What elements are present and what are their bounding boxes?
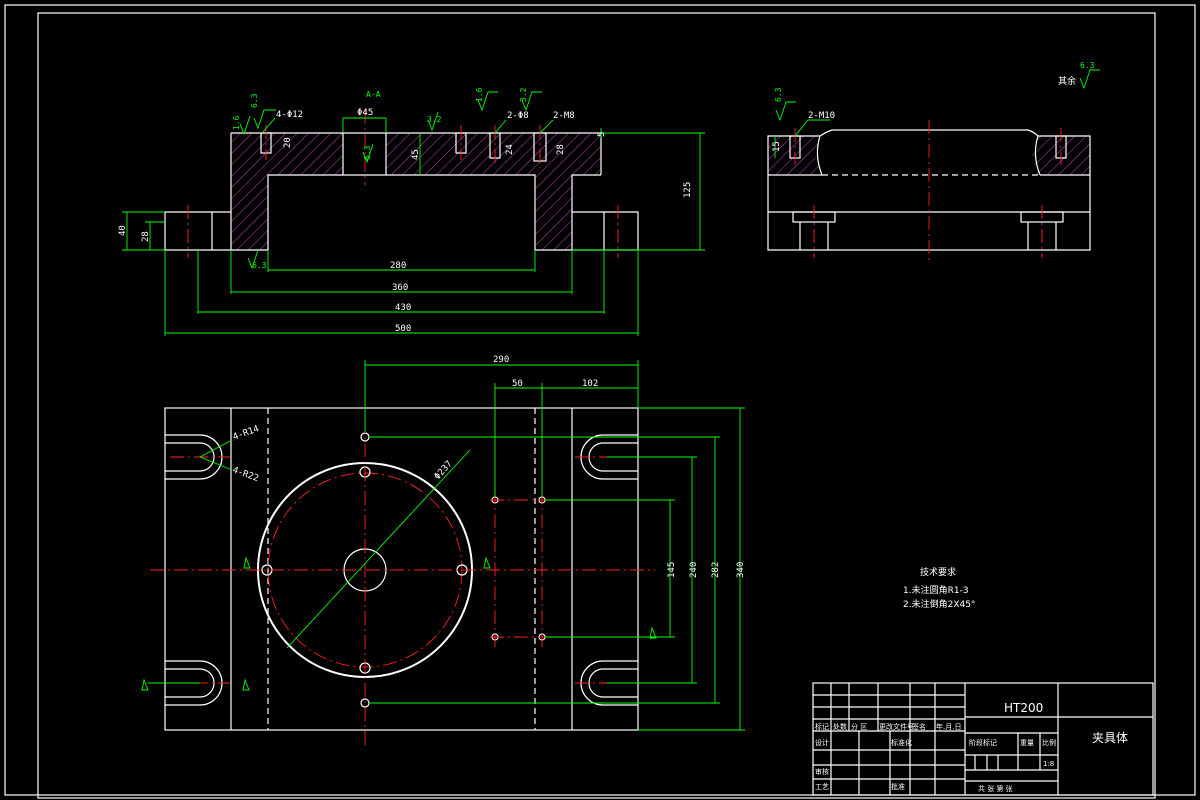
general-roughness-label: 其余 bbox=[1058, 75, 1076, 87]
row-label-design: 设计 bbox=[815, 738, 829, 747]
side-dim-15: 15 bbox=[772, 141, 782, 152]
dim-2-d8: 2-Φ8 bbox=[507, 111, 529, 121]
inner-frame bbox=[37, 12, 1156, 799]
tech-title: 技术要求 bbox=[920, 566, 956, 578]
material: HT200 bbox=[1004, 701, 1043, 715]
rough-5: 3.2 bbox=[519, 87, 528, 102]
section-label: A-A bbox=[366, 90, 381, 99]
section-hatch bbox=[231, 133, 601, 250]
dim-28: 28 bbox=[141, 231, 151, 242]
rough-3: 3.2 bbox=[427, 115, 442, 124]
dim-360: 360 bbox=[392, 283, 408, 293]
stage-label: 阶段标记 bbox=[969, 738, 997, 747]
dim-290: 290 bbox=[493, 355, 509, 365]
outer-frame bbox=[4, 4, 1196, 796]
col-label-zone: 分 区 bbox=[851, 722, 867, 731]
side-view: 2-M10 15 6.3 其余 6.3 bbox=[767, 61, 1100, 260]
dim-282: 282 bbox=[711, 562, 721, 578]
row-label-process: 工艺 bbox=[815, 783, 829, 791]
scale-label: 比例 bbox=[1042, 738, 1056, 747]
part-name: 夹具体 bbox=[1092, 731, 1128, 745]
tech-item-2: 2.未注倒角2X45° bbox=[903, 598, 975, 610]
dim-125: 125 bbox=[683, 182, 693, 198]
scale-value: 1:8 bbox=[1043, 760, 1054, 768]
side-thread: 2-M10 bbox=[808, 111, 835, 121]
slot-r14: 4-R14 bbox=[232, 424, 261, 443]
sheet-text: 共 张 第 张 bbox=[978, 784, 1013, 793]
rough-1: 6.3 bbox=[250, 93, 259, 108]
approve-label: 批准 bbox=[891, 782, 905, 791]
slot-r22: 4-R22 bbox=[231, 465, 260, 484]
general-roughness-value: 6.3 bbox=[1080, 61, 1095, 70]
dim-28-hole: 28 bbox=[556, 144, 566, 155]
col-label-date: 年.月.日 bbox=[936, 722, 961, 731]
dim-102: 102 bbox=[582, 379, 598, 389]
col-label-change-doc: 更改文件号 bbox=[879, 722, 914, 731]
col-label-count: 处数 bbox=[833, 722, 847, 731]
rough-6: 6.3 bbox=[252, 261, 267, 270]
technical-requirements: 技术要求 1.未注圆角R1-3 2.未注倒角2X45° bbox=[903, 566, 975, 610]
dim-280: 280 bbox=[390, 261, 406, 271]
rough-7: 6.3 bbox=[363, 145, 372, 160]
dim-50: 50 bbox=[512, 379, 523, 389]
top-view: 290 50 102 4-R14 4-R22 Φ237 145 240 282 … bbox=[141, 355, 746, 745]
dim-430: 430 bbox=[395, 303, 411, 313]
dim-145: 145 bbox=[667, 562, 677, 578]
dim-24: 24 bbox=[505, 144, 515, 155]
rough-4: 1.6 bbox=[475, 87, 484, 102]
front-section-view: 280 360 430 500 125 40 28 45 Φ45 A-A 4-Φ… bbox=[118, 87, 705, 336]
standard-label: 标准化 bbox=[891, 738, 912, 747]
dim-45: 45 bbox=[411, 149, 421, 160]
tech-item-1: 1.未注圆角R1-3 bbox=[903, 584, 969, 596]
title-block: HT200 夹具体 标记 处数 分 区 更改文件号 签名 年.月.日 设计 标准… bbox=[812, 682, 1154, 796]
dim-20: 20 bbox=[283, 137, 293, 148]
bore-void bbox=[343, 133, 386, 175]
row-label-review: 审核 bbox=[815, 767, 829, 776]
dim-340: 340 bbox=[736, 562, 746, 578]
rough-2: 1.6 bbox=[232, 115, 241, 130]
dim-240: 240 bbox=[689, 562, 699, 578]
col-label-sign: 签名 bbox=[912, 722, 926, 731]
weight-label: 重量 bbox=[1020, 739, 1034, 747]
dim-2-m8: 2-M8 bbox=[553, 111, 575, 121]
dim-4-holes: 4-Φ12 bbox=[276, 110, 303, 120]
dim-bore: Φ45 bbox=[357, 108, 373, 118]
side-rough: 6.3 bbox=[774, 87, 783, 102]
dim-500: 500 bbox=[395, 324, 411, 334]
dim-40: 40 bbox=[118, 225, 128, 236]
dim-5: 5 bbox=[597, 132, 607, 137]
row-label-mark: 标记 bbox=[815, 722, 829, 731]
